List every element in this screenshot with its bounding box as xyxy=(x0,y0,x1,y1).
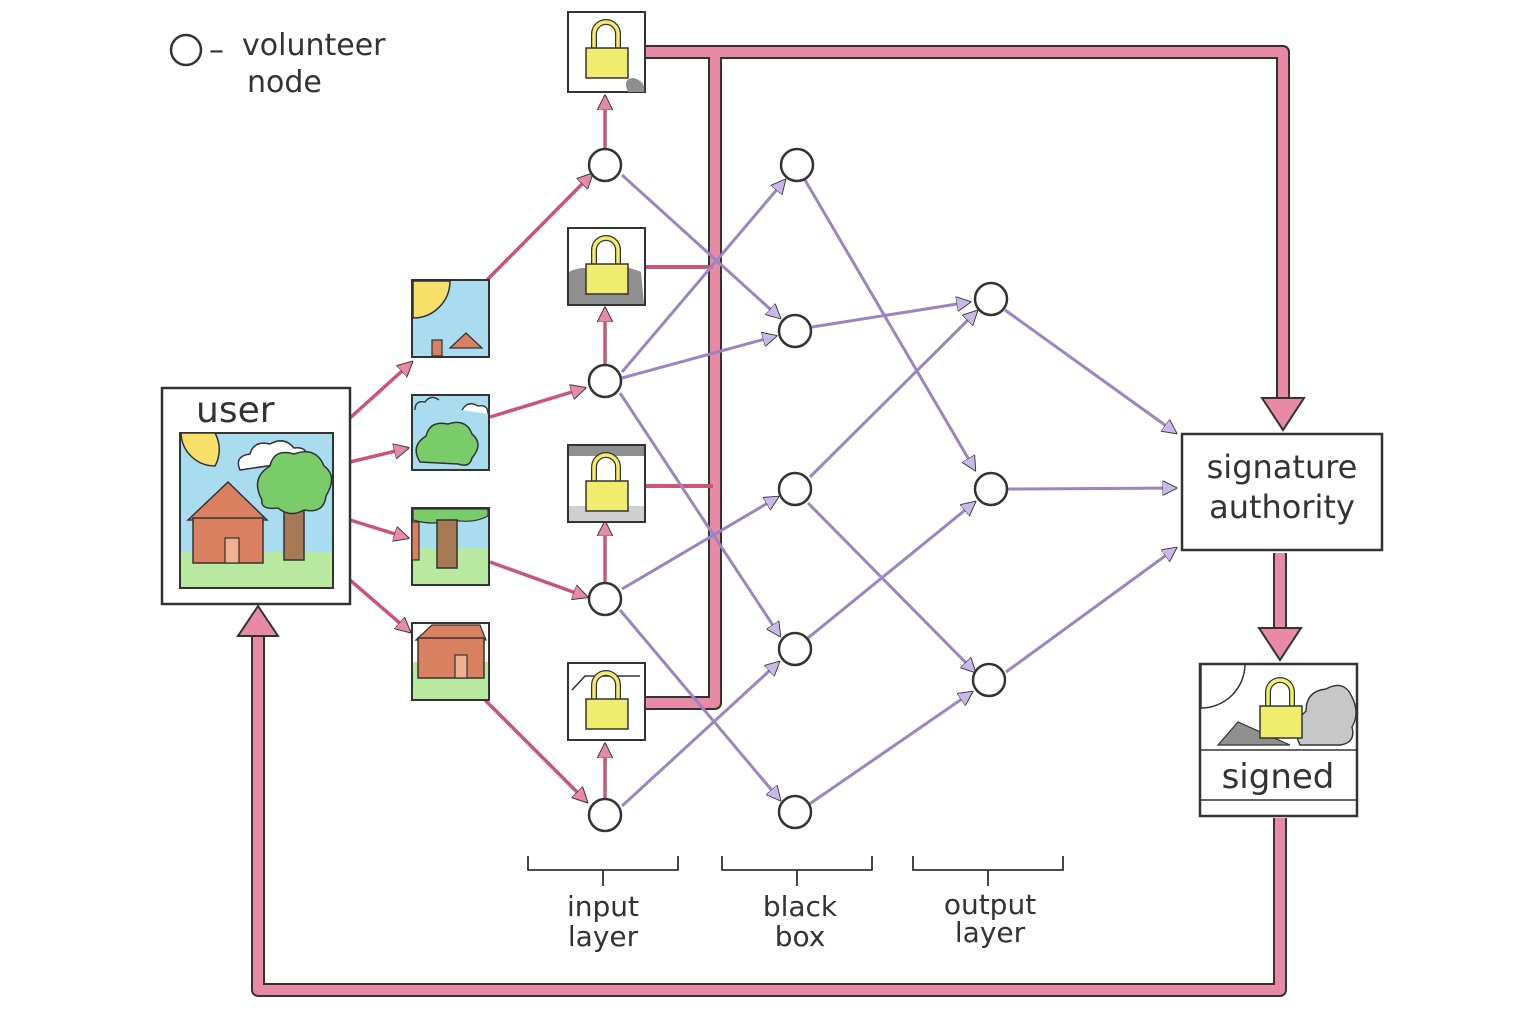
purple-arrows xyxy=(618,173,1176,808)
input-node xyxy=(587,147,623,183)
volunteer-nodes xyxy=(587,147,1009,833)
user-box: user xyxy=(160,386,352,606)
output-node xyxy=(973,281,1009,317)
legend-dash: – xyxy=(209,33,224,68)
legend-label: volunteer xyxy=(242,28,386,63)
legend: – volunteer node xyxy=(169,28,386,100)
layer-brackets xyxy=(527,856,1064,886)
pink-arrows xyxy=(348,96,605,802)
output-layer-label-1: output xyxy=(944,888,1036,921)
locked-tile xyxy=(567,444,646,523)
input-node xyxy=(587,363,623,399)
tile-sun-house xyxy=(411,279,490,358)
locked-tile xyxy=(567,11,646,93)
signature-authority-box: signature authority xyxy=(1180,432,1384,552)
locked-tile xyxy=(567,227,646,306)
output-node xyxy=(971,662,1007,698)
legend-label-2: node xyxy=(247,65,322,100)
tile-trunk-grass xyxy=(411,507,490,586)
legend-node-icon xyxy=(169,33,203,67)
output-layer-label-2: layer xyxy=(955,916,1026,949)
hidden-node xyxy=(777,631,813,667)
hidden-node xyxy=(777,471,813,507)
tile-cloud-tree xyxy=(411,394,490,471)
input-layer-label-2: layer xyxy=(568,920,639,953)
lock-to-authority-loop xyxy=(645,47,1288,402)
signed-to-user-loop xyxy=(253,630,1285,995)
arrowhead-into-user xyxy=(236,604,280,637)
black-box-label-1: black xyxy=(763,890,838,923)
input-layer-label-1: input xyxy=(567,890,639,923)
input-node xyxy=(587,797,623,833)
hidden-node xyxy=(777,794,813,830)
layer-labels: input layer black box output layer xyxy=(567,888,1036,953)
output-node xyxy=(973,471,1009,507)
signed-label: signed xyxy=(1222,757,1335,797)
authority-label-1: signature xyxy=(1207,448,1358,486)
user-label: user xyxy=(196,390,275,431)
input-node xyxy=(587,581,623,617)
arrowhead-into-authority xyxy=(1260,397,1306,432)
collector-bus xyxy=(645,52,720,708)
hidden-node xyxy=(779,147,815,183)
locked-tile xyxy=(567,662,646,741)
authority-label-2: authority xyxy=(1209,488,1355,526)
black-box-label-2: box xyxy=(775,920,826,953)
signed-document: signed xyxy=(1198,662,1359,818)
arrowhead-into-signed xyxy=(1257,627,1303,662)
tile-house-grass xyxy=(411,622,490,701)
user-photo xyxy=(179,432,334,589)
hidden-node xyxy=(777,313,813,349)
